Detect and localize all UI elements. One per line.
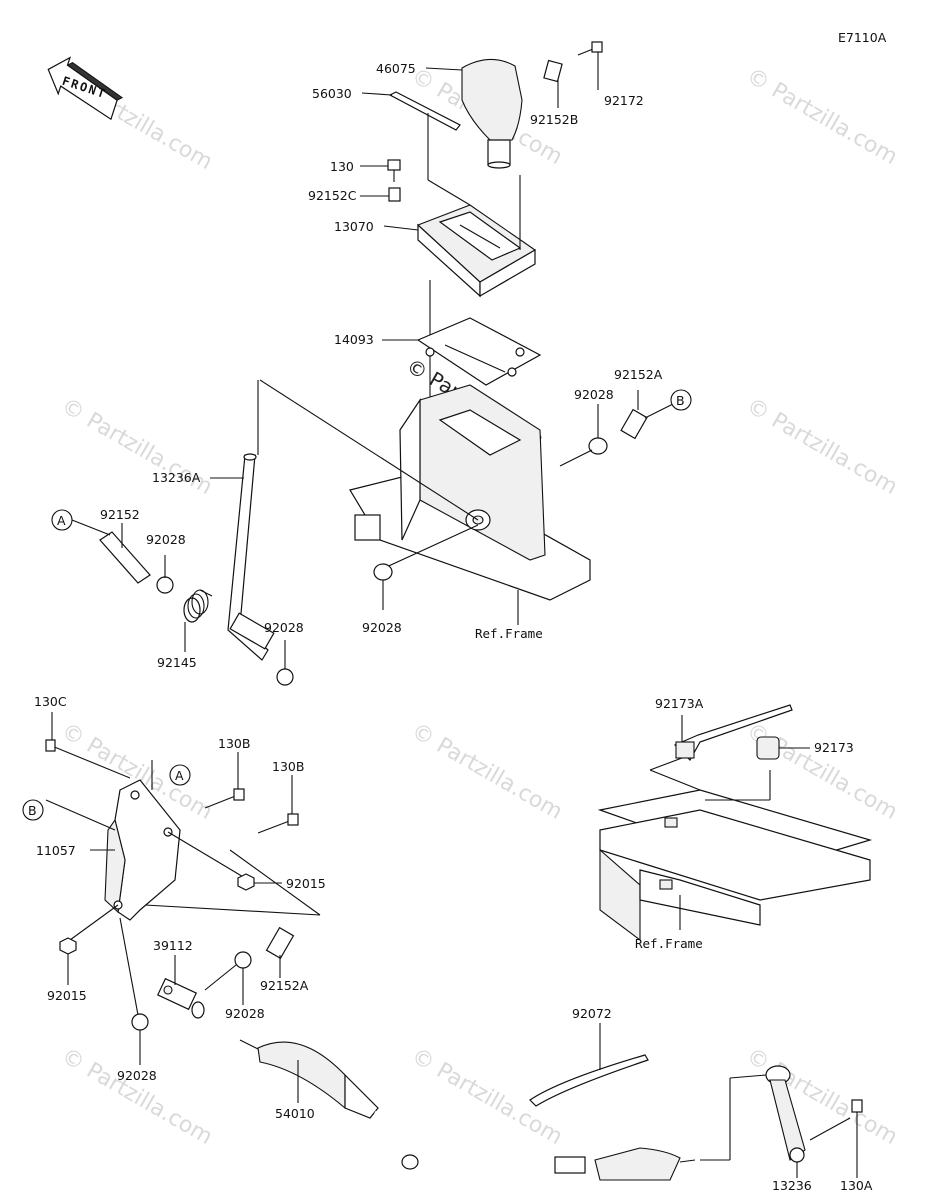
bolt-130B-1 <box>204 752 245 809</box>
pin-92152 <box>71 519 151 584</box>
label-92152B: 92152B <box>530 112 578 127</box>
cable-54010 <box>239 1039 696 1181</box>
label-39112: 39112 <box>153 938 193 953</box>
label-92028-d: 92028 <box>117 1068 157 1083</box>
shift-knob <box>425 58 523 169</box>
diagram-code: E7110A <box>838 30 887 45</box>
label-92152A-low: 92152A <box>260 978 309 993</box>
label-92173A: 92173A <box>655 696 704 711</box>
label-92028-frame: 92028 <box>362 620 402 635</box>
label-92145: 92145 <box>157 655 197 670</box>
watermark: © Partzilla.com <box>742 394 902 501</box>
bolt-130B-2 <box>257 775 299 834</box>
label-92152C: 92152C <box>308 188 357 203</box>
plate-56030 <box>361 91 471 206</box>
screw-92172 <box>577 41 603 90</box>
label-92015-2: 92015 <box>47 988 87 1003</box>
cable-tie-92072 <box>529 1023 649 1107</box>
callout-a-top: A <box>51 509 73 531</box>
label-46075: 46075 <box>376 61 416 76</box>
collar-92152C <box>360 187 401 202</box>
callout-b-label: B <box>28 803 37 818</box>
label-130: 130 <box>330 159 354 174</box>
bushing-92028-d <box>131 1013 149 1065</box>
bushing-92028-a <box>156 555 174 594</box>
label-92015-1: 92015 <box>286 876 326 891</box>
label-92072: 92072 <box>572 1006 612 1021</box>
shift-lever-13236A <box>210 380 275 661</box>
label-130A: 130A <box>840 1178 873 1193</box>
label-13070: 13070 <box>334 219 374 234</box>
callout-b-label: B <box>676 393 685 408</box>
nut-92015-1 <box>237 873 282 891</box>
label-92028-a: 92028 <box>146 532 186 547</box>
label-92173: 92173 <box>814 740 854 755</box>
label-11057: 11057 <box>36 843 76 858</box>
bushing-92028-frame <box>373 563 393 610</box>
callout-a-label: A <box>175 768 184 783</box>
bolt-130A <box>851 1099 863 1178</box>
label-130C: 130C <box>34 694 67 709</box>
pin-92152A-top <box>559 390 676 467</box>
clamp-92173A <box>673 704 793 761</box>
watermark: © Partzilla.com <box>407 719 567 826</box>
label-130B-2: 130B <box>272 759 304 774</box>
label-ref-frame-2: Ref.Frame <box>635 936 703 951</box>
label-54010: 54010 <box>275 1106 315 1121</box>
label-92152: 92152 <box>100 507 140 522</box>
shifter-bracket <box>259 379 591 625</box>
watermark: © Partzilla.com <box>742 64 902 171</box>
bushing-92028-c <box>204 951 252 1005</box>
frame-right <box>597 754 873 942</box>
callout-a-low: A <box>169 764 191 786</box>
bolt-130C <box>45 712 131 779</box>
lever-13236 <box>700 1065 851 1178</box>
label-92152A-top: 92152A <box>614 367 663 382</box>
bolt-130 <box>360 159 401 182</box>
part-labels: 46075 56030 92172 92152B 130 92152C 1307… <box>34 61 873 1193</box>
watermark: © Partzilla.com <box>57 1044 217 1151</box>
label-92028-c: 92028 <box>225 1006 265 1021</box>
pin-92152A-low <box>265 926 295 978</box>
label-92028-top: 92028 <box>574 387 614 402</box>
label-13236A: 13236A <box>152 470 201 485</box>
plate-14093 <box>382 317 542 386</box>
joint-39112 <box>156 955 205 1019</box>
front-arrow-icon: FRONT <box>47 56 124 121</box>
label-14093: 14093 <box>334 332 374 347</box>
label-ref-frame-1: Ref.Frame <box>475 626 543 641</box>
bushing-92028-top <box>588 404 608 455</box>
label-56030: 56030 <box>312 86 352 101</box>
label-130B-1: 130B <box>218 736 250 751</box>
shift-gate-13070 <box>383 175 537 420</box>
bracket-11057 <box>45 760 321 1016</box>
label-92028-b: 92028 <box>264 620 304 635</box>
callout-b-low: B <box>22 799 44 821</box>
collar-92152B <box>543 59 563 108</box>
clip-92173 <box>756 736 810 760</box>
label-92172: 92172 <box>604 93 644 108</box>
bushing-92028-b <box>276 640 294 686</box>
spring-92145 <box>183 589 213 652</box>
nut-92015-2 <box>59 937 77 985</box>
label-13236: 13236 <box>772 1178 812 1193</box>
callout-a-label: A <box>57 513 66 528</box>
callout-b-top: B <box>670 389 692 411</box>
